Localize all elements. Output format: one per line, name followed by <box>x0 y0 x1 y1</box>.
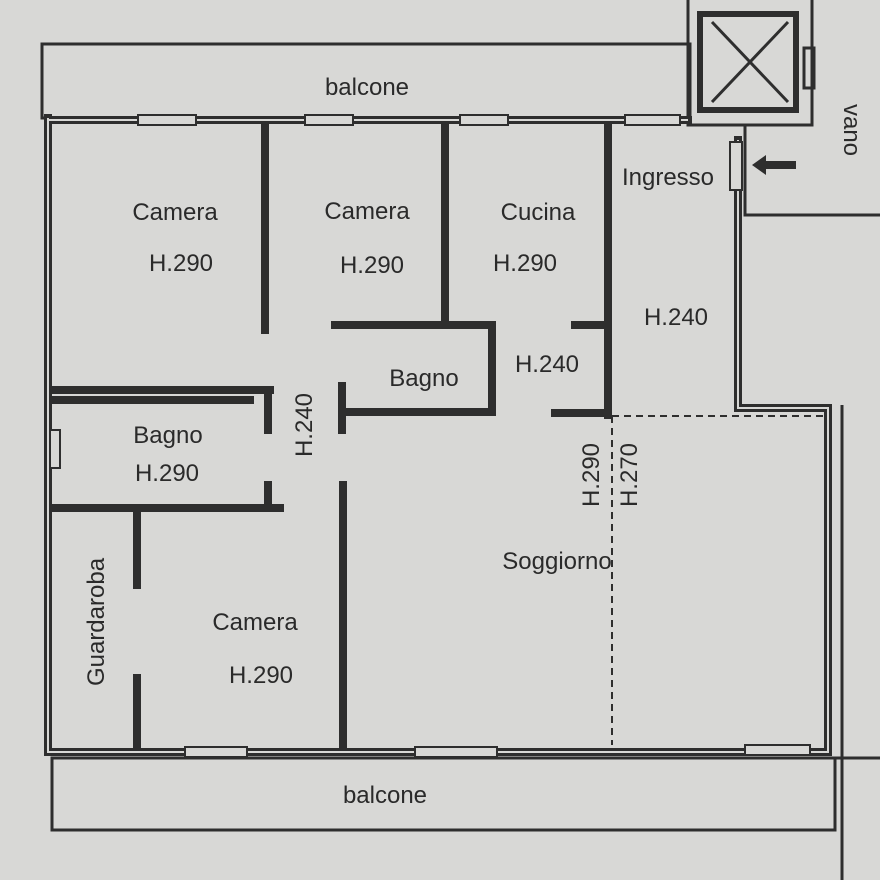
room-height: H.290 <box>134 460 200 487</box>
elevator-icon <box>697 11 816 113</box>
room-name: Bagno <box>133 422 203 449</box>
kitchen-passage-height: H.240 <box>514 351 580 378</box>
room-height: H.290 <box>228 662 294 689</box>
room-name: Soggiorno <box>502 548 612 575</box>
room-height: H.290 <box>339 252 405 279</box>
living-left-height: H.290 <box>578 442 605 508</box>
room-name: Ingresso <box>621 164 715 191</box>
living-right-height: H.270 <box>616 442 643 508</box>
room-height: H.290 <box>492 250 558 277</box>
ceiling-height-boundary <box>611 415 824 745</box>
stairwell-wall <box>686 0 814 127</box>
balcony-bottom-label: balcone <box>342 782 428 809</box>
room-height: H.240 <box>643 304 709 331</box>
stairwell-label: vano <box>838 103 865 157</box>
entry-arrow-icon <box>752 155 796 175</box>
corridor-height: H.240 <box>291 392 318 458</box>
balcony-bottom <box>50 756 837 832</box>
room-name: Cucina <box>500 199 576 226</box>
balcony-top-label: balcone <box>324 74 410 101</box>
stairwell-wall <box>743 125 880 217</box>
room-height: H.290 <box>148 250 214 277</box>
windows <box>49 114 811 758</box>
room-name: Camera <box>212 609 298 636</box>
room-name: Camera <box>324 198 410 225</box>
room-name: Bagno <box>389 365 459 392</box>
room-name: Guardaroba <box>83 557 110 687</box>
room-name: Camera <box>132 199 218 226</box>
